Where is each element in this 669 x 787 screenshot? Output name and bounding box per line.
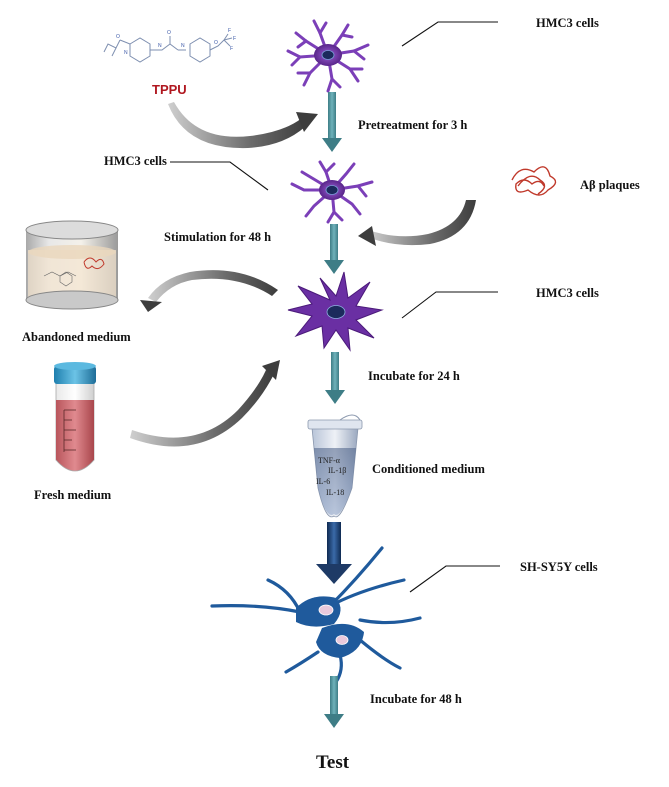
svg-text:F: F xyxy=(230,46,233,52)
shsy5y-label: SH-SY5Y cells xyxy=(520,560,598,574)
stimulation-label: Stimulation for 48 h xyxy=(164,230,272,244)
curve-arrow-fresh xyxy=(130,360,280,447)
tppu-label: TPPU xyxy=(152,82,187,97)
conditioned-label: Conditioned medium xyxy=(372,462,485,476)
abeta-plaque-icon xyxy=(511,166,557,196)
svg-text:N: N xyxy=(158,43,162,49)
hmc3-label-right: HMC3 cells xyxy=(536,286,599,300)
tppu-molecule-icon xyxy=(103,33,233,63)
tube-label-tnf: TNF-α xyxy=(318,456,340,465)
hmc3-activated-cell-icon xyxy=(287,271,384,352)
svg-text:O: O xyxy=(167,30,171,36)
svg-text:N: N xyxy=(181,43,185,49)
fresh-label: Fresh medium xyxy=(34,488,112,502)
arrow-pretreatment xyxy=(322,92,342,152)
arrow-conditioned-medium xyxy=(316,522,352,584)
curve-arrow-abeta xyxy=(358,200,476,246)
arrow-incubate-24 xyxy=(325,352,345,404)
shsy5y-neuron-icon xyxy=(210,546,422,684)
curve-arrow-tppu xyxy=(168,102,318,149)
svg-text:O: O xyxy=(116,34,120,40)
abandoned-label: Abandoned medium xyxy=(22,330,131,344)
test-label: Test xyxy=(316,752,350,773)
hmc3-cell-top-icon xyxy=(286,19,370,93)
svg-text:F: F xyxy=(228,28,231,34)
arrow-incubate-48 xyxy=(324,676,344,728)
tube-label-il6: IL-6 xyxy=(316,477,331,486)
svg-text:O: O xyxy=(214,40,218,46)
hmc3-label-mid-left: HMC3 cells xyxy=(104,154,167,168)
tube-label-il1b: IL-1β xyxy=(328,466,347,475)
incubate24-label: Incubate for 24 h xyxy=(368,369,460,383)
abeta-label: Aβ plaques xyxy=(580,178,640,192)
arrow-stimulation xyxy=(324,224,344,274)
curve-arrow-abandoned xyxy=(140,270,278,312)
svg-text:F: F xyxy=(233,36,236,42)
fresh-medium-tube-icon xyxy=(54,362,96,472)
conditioned-medium-tube-icon xyxy=(307,414,363,518)
incubate48-label: Incubate for 48 h xyxy=(370,692,462,706)
svg-text:N: N xyxy=(124,50,128,56)
tube-label-il18: IL-18 xyxy=(326,488,345,497)
beaker-icon xyxy=(25,220,119,310)
hmc3-cell-middle-icon xyxy=(290,160,374,224)
pretreatment-label: Pretreatment for 3 h xyxy=(358,118,468,132)
leader-lines xyxy=(170,21,500,593)
hmc3-label-top: HMC3 cells xyxy=(536,16,599,30)
